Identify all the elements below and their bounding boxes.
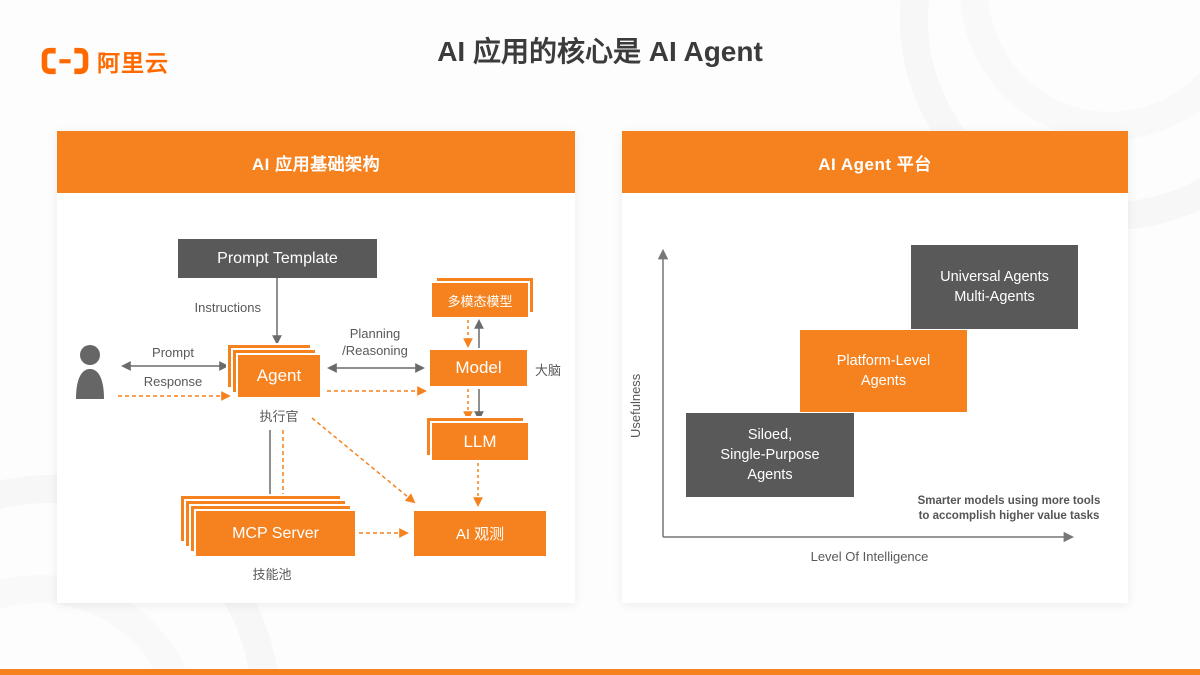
universal-line2: Multi-Agents (954, 289, 1035, 305)
llm-box: LLM (432, 423, 528, 460)
reasoning-line: /Reasoning (342, 343, 408, 358)
prompt-template-box: Prompt Template (178, 239, 377, 278)
page-title: AI 应用的核心是 AI Agent (437, 36, 763, 67)
right-panel-chart: Usefulness Level Of Intelligence Siloed,… (622, 193, 1128, 603)
diagram-arrows (118, 278, 484, 538)
alibaba-cloud-logo: 阿里云 (40, 44, 169, 78)
model-label: Model (455, 358, 502, 377)
siloed-line3: Agents (747, 467, 793, 483)
platform-line2: Agents (860, 373, 907, 389)
agent-label: Agent (256, 366, 302, 385)
response-label: Response (143, 374, 203, 389)
siloed-line2: Single-Purpose (720, 447, 820, 463)
chart-axes (657, 248, 1075, 543)
planning-line: Planning (349, 326, 401, 341)
logo-brand-text: 阿里云 (97, 50, 169, 76)
model-box: Model (430, 350, 527, 386)
siloed-line1: Siloed, (747, 427, 793, 443)
user-icon (76, 345, 104, 399)
mcp-server-box: MCP Server (196, 511, 355, 556)
left-panel-diagram: Prompt Template Instructions Prompt Resp… (57, 193, 575, 603)
mcp-caption: 技能池 (252, 567, 292, 582)
universal-agents-box: Universal Agents Multi-Agents (911, 245, 1078, 329)
panel-ai-agent-platform: AI Agent 平台 Usefulness Level Of Intellig… (622, 131, 1128, 603)
prompt-label: Prompt (152, 345, 194, 360)
universal-line1: Universal Agents (940, 269, 1049, 285)
multimodal-model-box: 多模态模型 (432, 283, 528, 317)
platform-level-agents-box: Platform-Level Agents (800, 330, 967, 412)
chart-annotation: Smarter models using more tools to accom… (900, 494, 1118, 524)
annotation-line2: to accomplish higher value tasks (918, 510, 1100, 522)
arrow-agent-observability-diagonal (311, 417, 416, 504)
bottom-accent-bar (0, 669, 1200, 675)
llm-label: LLM (463, 431, 497, 451)
ai-observability-box: AI 观测 (414, 511, 546, 556)
instructions-label: Instructions (194, 300, 261, 315)
multimodal-model-label: 多模态模型 (447, 293, 513, 309)
panel-ai-app-architecture: AI 应用基础架构 (57, 131, 575, 603)
planning-reasoning-label: Planning /Reasoning (316, 325, 434, 359)
alibaba-cloud-bracket-icon (41, 47, 89, 75)
siloed-agents-box: Siloed, Single-Purpose Agents (686, 413, 854, 497)
x-axis-label: Level Of Intelligence (810, 549, 929, 564)
agent-box: Agent (238, 355, 320, 397)
ai-observability-label: AI 观测 (455, 526, 505, 543)
model-caption: 大脑 (535, 363, 562, 378)
platform-line1: Platform-Level (836, 353, 931, 369)
left-panel-header: AI 应用基础架构 (57, 131, 575, 193)
annotation-line1: Smarter models using more tools (917, 495, 1101, 507)
right-panel-header: AI Agent 平台 (622, 131, 1128, 193)
agent-caption: 执行官 (259, 409, 299, 424)
mcp-server-label: MCP Server (232, 524, 319, 542)
prompt-template-label: Prompt Template (217, 249, 338, 267)
